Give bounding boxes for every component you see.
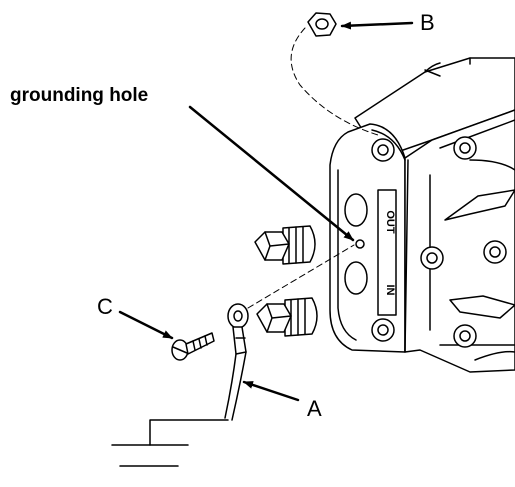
in-marking: IN xyxy=(384,285,396,296)
bolt-middle-left xyxy=(420,246,444,270)
arrow-grounding-hole xyxy=(188,105,355,242)
housing-front-inner xyxy=(337,169,357,341)
screw-c xyxy=(171,332,215,361)
fitting-upper xyxy=(254,225,316,265)
arrow-a xyxy=(242,380,300,402)
nut-b xyxy=(307,12,337,37)
grounding-hole-marker xyxy=(355,239,365,249)
label-c: C xyxy=(97,294,113,319)
arrow-b xyxy=(340,21,414,30)
bolt-top-right xyxy=(453,136,477,160)
pump-housing: OUT IN xyxy=(329,57,515,373)
housing-rib-upper xyxy=(444,189,515,221)
arrow-c xyxy=(118,310,174,340)
grounding-hole-label: grounding hole xyxy=(10,85,149,106)
bolt-top-left xyxy=(371,138,395,162)
housing-rib-lower xyxy=(449,295,515,319)
ground-wire-a xyxy=(224,303,249,421)
label-b: B xyxy=(420,10,435,35)
housing-slot xyxy=(424,69,441,77)
housing-curve-right xyxy=(469,159,515,361)
assembly-line-nut xyxy=(290,27,379,136)
inlet-port xyxy=(344,261,368,295)
housing-rim-line xyxy=(371,129,409,353)
bolt-bottom-right xyxy=(453,324,477,348)
outlet-port xyxy=(344,193,368,227)
bolt-bottom-left xyxy=(371,318,395,342)
ring-terminal xyxy=(227,303,249,329)
bolt-middle-right xyxy=(483,240,507,264)
label-a: A xyxy=(307,396,322,421)
earth-ground-symbol xyxy=(111,419,229,467)
label-strip xyxy=(377,189,397,316)
fitting-lower xyxy=(256,297,318,337)
assembly-line-screw xyxy=(247,244,355,309)
out-marking: OUT xyxy=(384,210,396,234)
